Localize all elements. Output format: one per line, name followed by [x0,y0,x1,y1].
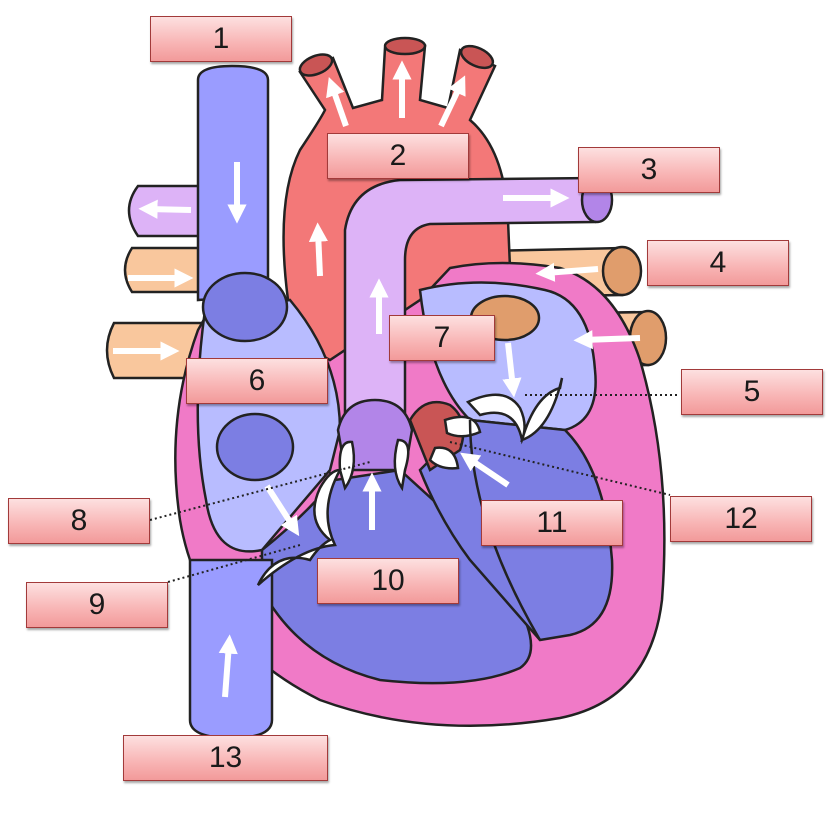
label-9[interactable]: 9 [26,582,168,628]
label-5[interactable]: 5 [681,369,823,415]
label-7[interactable]: 7 [389,315,495,361]
mitral-valve [465,377,564,445]
label-8[interactable]: 8 [8,498,150,544]
label-6[interactable]: 6 [186,358,328,404]
label-10[interactable]: 10 [317,558,459,604]
leader-lines [149,394,680,583]
label-1[interactable]: 1 [150,16,292,62]
label-3[interactable]: 3 [578,147,720,193]
pulmonary-valve [336,398,414,492]
label-2[interactable]: 2 [327,133,469,179]
blood-flow-arrows [113,60,641,698]
label-11[interactable]: 11 [481,500,623,546]
label-13[interactable]: 13 [123,735,328,781]
label-4[interactable]: 4 [647,240,789,286]
tricuspid-valve [256,468,343,586]
label-12[interactable]: 12 [670,496,812,542]
